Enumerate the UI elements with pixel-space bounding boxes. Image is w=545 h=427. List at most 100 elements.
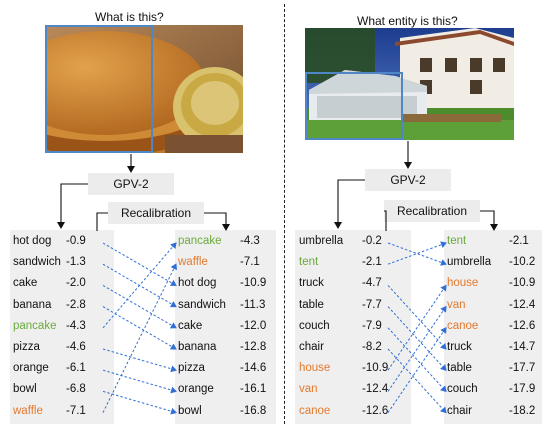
right-after-row: tent-2.1 — [447, 235, 545, 251]
right-after-row: umbrella -10.2 — [447, 256, 545, 272]
candidate-score: -12.6 — [362, 404, 389, 417]
left-before-row: orange -6.1 — [13, 362, 106, 378]
right-after-row: couch-17.9 — [447, 383, 545, 399]
left-recal-to-after-arrow — [204, 212, 230, 231]
right-before-row: table-7.7 — [299, 299, 402, 315]
candidate-score: -10.9 — [240, 277, 267, 290]
candidate-word: truck — [447, 341, 472, 353]
candidate-score: -12.8 — [240, 341, 267, 353]
right-model-to-list-arrow — [334, 179, 365, 229]
candidate-word: truck — [299, 277, 324, 290]
left-recalibration-label: Recalibration — [108, 202, 204, 224]
left-before-row: sandwich-1.3 — [13, 256, 106, 272]
candidate-score: -8.2 — [362, 341, 382, 353]
left-after-row: pizza -14.6 — [178, 362, 280, 378]
candidate-word: tent — [299, 256, 319, 269]
candidate-score: -7.7 — [362, 298, 382, 311]
candidate-score: -7.1 — [66, 404, 86, 417]
right-after-row: house -10.9 — [447, 277, 545, 293]
candidate-word: bowl — [178, 404, 202, 417]
left-before-row: waffle-7.1 — [13, 405, 106, 421]
left-after-row: orange-16.1 — [178, 383, 280, 399]
right-after-row: van-12.4 — [447, 299, 545, 315]
candidate-word: house — [447, 277, 479, 290]
candidate-score: -1.3 — [66, 256, 86, 269]
left-before-row: pizza -4.6 — [13, 341, 106, 357]
candidate-word: pancake — [178, 235, 222, 247]
pancake-photo-icon — [45, 25, 243, 153]
candidate-score: -14.6 — [240, 362, 267, 375]
candidate-score: -2.0 — [66, 277, 86, 290]
candidate-score: -10.9 — [509, 277, 536, 290]
candidate-word: chair — [447, 404, 472, 417]
left-bounding-box — [45, 25, 153, 153]
right-recalibration-label: Recalibration — [384, 200, 480, 222]
left-after-row: hot dog -10.9 — [178, 277, 280, 293]
left-before-row: pancake-4.3 — [13, 320, 106, 336]
candidate-word: couch — [299, 319, 330, 332]
candidate-score: -7.1 — [240, 256, 260, 269]
candidate-word: table — [447, 362, 472, 375]
candidate-score: -12.4 — [362, 383, 389, 396]
candidate-word: umbrella — [299, 235, 344, 247]
candidate-score: -4.3 — [240, 235, 260, 247]
candidate-score: -2.8 — [66, 298, 86, 311]
candidate-word: van — [447, 298, 466, 311]
candidate-word: chair — [299, 341, 324, 353]
candidate-word: waffle — [178, 256, 208, 269]
panel-divider — [284, 4, 285, 424]
right-before-row: truck -4.7 — [299, 277, 402, 293]
candidate-score: -10.2 — [509, 256, 536, 269]
left-list-to-recal-line — [96, 212, 108, 231]
candidate-score: -14.7 — [509, 341, 536, 353]
candidate-word: van — [299, 383, 318, 396]
candidate-word: orange — [13, 362, 49, 375]
left-after-list — [175, 230, 276, 424]
right-recal-to-after-arrow — [480, 210, 498, 231]
right-bounding-box — [305, 72, 403, 140]
candidate-score: -0.9 — [66, 235, 86, 247]
candidate-word: pizza — [13, 341, 40, 353]
candidate-word: bowl — [13, 383, 37, 396]
right-question: What entity is this? — [357, 14, 458, 28]
right-after-row: table-17.7 — [447, 362, 545, 378]
candidate-word: house — [299, 362, 331, 375]
right-after-row: chair-18.2 — [447, 405, 545, 421]
candidate-word: cake — [13, 277, 38, 290]
left-before-row: cake -2.0 — [13, 277, 106, 293]
candidate-score: -6.1 — [66, 362, 86, 375]
candidate-score: -4.6 — [66, 341, 86, 353]
left-after-row: pancake -4.3 — [178, 235, 280, 251]
candidate-score: -17.9 — [509, 383, 536, 396]
candidate-word: canoe — [447, 319, 479, 332]
right-after-row: truck -14.7 — [447, 341, 545, 357]
candidate-score: -0.2 — [362, 235, 382, 247]
left-model-to-list-arrow — [57, 183, 88, 229]
candidate-score: -2.1 — [362, 256, 382, 269]
right-before-row: umbrella -0.2 — [299, 235, 402, 251]
left-after-row: cake-12.0 — [178, 320, 280, 336]
right-before-row: tent -2.1 — [299, 256, 402, 272]
candidate-score: -7.9 — [362, 319, 382, 332]
candidate-score: -12.6 — [509, 319, 536, 332]
left-model-label: GPV-2 — [88, 173, 174, 195]
candidate-word: umbrella — [447, 256, 492, 269]
candidate-word: hot dog — [178, 277, 217, 290]
left-before-row: banana -2.8 — [13, 299, 106, 315]
candidate-score: -11.3 — [240, 298, 266, 311]
candidate-score: -16.1 — [240, 383, 267, 396]
candidate-word: pizza — [178, 362, 205, 375]
candidate-score: -12.0 — [240, 319, 267, 332]
candidate-score: -4.7 — [362, 277, 382, 290]
left-after-row: sandwich-11.3 — [178, 299, 280, 315]
candidate-score: -4.3 — [66, 319, 86, 332]
right-after-row: canoe -12.6 — [447, 320, 545, 336]
candidate-word: hot dog — [13, 235, 52, 247]
left-after-row: waffle -7.1 — [178, 256, 280, 272]
left-before-list — [10, 230, 114, 424]
left-after-row: bowl-16.8 — [178, 405, 280, 421]
right-after-list — [444, 230, 542, 424]
candidate-score: -2.1 — [509, 235, 529, 247]
candidate-word: banana — [13, 298, 52, 311]
right-before-row: couch -7.9 — [299, 320, 402, 336]
